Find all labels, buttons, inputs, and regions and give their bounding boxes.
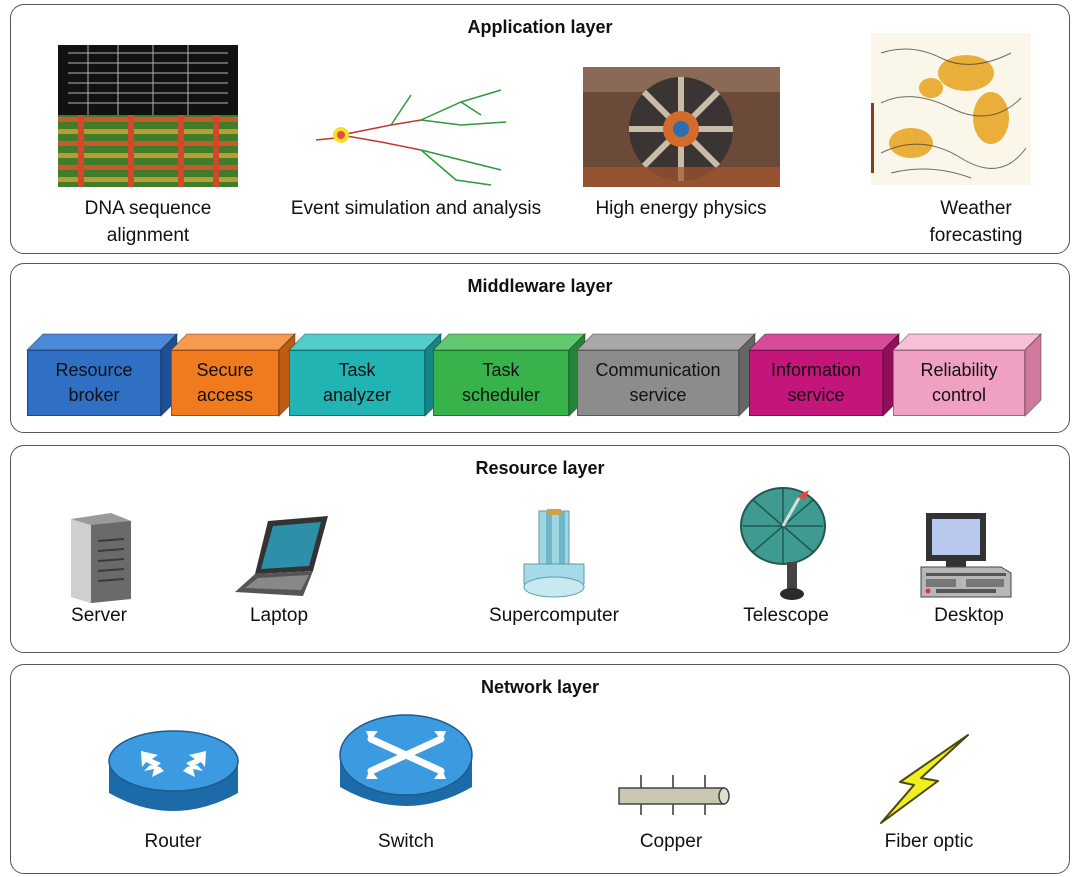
middleware-block-information-service: Information service [747, 332, 901, 418]
router-icon [108, 730, 239, 811]
block-face: Secure access [171, 350, 279, 416]
server-icon [71, 513, 131, 603]
block-label-line1: Resource [55, 360, 133, 380]
block-label-line2: control [931, 385, 987, 405]
desktop-label: Desktop [934, 605, 1004, 626]
resource-layer-title: Resource layer [475, 458, 605, 478]
block-face: Task analyzer [289, 350, 425, 416]
event-simulation-caption: Event simulation and analysis [290, 198, 542, 219]
supercomputer-label: Supercomputer [489, 605, 619, 626]
switch-icon [339, 714, 473, 806]
telescope-icon [740, 487, 826, 600]
block-label-line1: Secure [196, 360, 254, 380]
block-face: Resource broker [27, 350, 161, 416]
server-label: Server [71, 605, 127, 626]
block-label-line1: Reliability [920, 360, 998, 380]
middleware-block-secure-access: Secure access [169, 332, 297, 418]
block-face: Reliability control [893, 350, 1025, 416]
block-label-line2: scheduler [461, 385, 541, 405]
application-layer-title: Application layer [467, 17, 613, 37]
block-label-line1: Task [338, 360, 376, 380]
block-label-line2: analyzer [322, 385, 392, 405]
middleware-block-reliability-control: Reliability control [891, 332, 1043, 418]
dna-alignment-image [58, 45, 238, 187]
network-layer-title: Network layer [480, 677, 600, 697]
application-layer: Application layer DNA sequence alignment [10, 4, 1070, 254]
weather-caption: Weather forecasting [929, 198, 1023, 246]
network-layer: Network layer Router Switch [10, 664, 1070, 874]
block-label-line2: broker [68, 385, 120, 405]
block-face: Task scheduler [433, 350, 569, 416]
block-face: Communication service [577, 350, 739, 416]
block-label-line1: Information [770, 360, 862, 380]
block-label-line1: Communication [595, 360, 721, 380]
copper-label: Copper [639, 831, 703, 852]
particle-detector-image [583, 67, 780, 187]
middleware-layer-title: Middleware layer [467, 276, 613, 296]
switch-label: Switch [378, 831, 434, 852]
block-label-line2: service [787, 385, 845, 405]
telescope-label: Telescope [743, 605, 829, 626]
copper-cable-icon [618, 775, 730, 815]
middleware-block-communication-service: Communication service [575, 332, 757, 418]
desktop-icon [920, 513, 1012, 598]
middleware-block-task-scheduler: Task scheduler [431, 332, 587, 418]
router-label: Router [144, 831, 202, 852]
middleware-block-task-analyzer: Task analyzer [287, 332, 443, 418]
lightning-bolt-icon [880, 734, 969, 824]
middleware-layer: Middleware layer Resource broker Secure acc… [10, 263, 1070, 433]
supercomputer-icon [523, 509, 585, 598]
block-label-line1: Task [482, 360, 520, 380]
high-energy-physics-caption: High energy physics [595, 198, 767, 219]
block-label-line2: service [629, 385, 687, 405]
laptop-label: Laptop [249, 605, 309, 626]
laptop-icon [235, 516, 328, 596]
event-simulation-image [315, 89, 507, 186]
block-label-line2: access [196, 385, 253, 405]
weather-map-image [871, 33, 1031, 185]
block-face: Information service [749, 350, 883, 416]
middleware-block-resource-broker: Resource broker [25, 332, 179, 418]
dna-caption: DNA sequence alignment [84, 198, 212, 246]
resource-layer: Resource layer Server Laptop Supercomput… [10, 445, 1070, 653]
fiber-optic-label: Fiber optic [884, 831, 974, 852]
